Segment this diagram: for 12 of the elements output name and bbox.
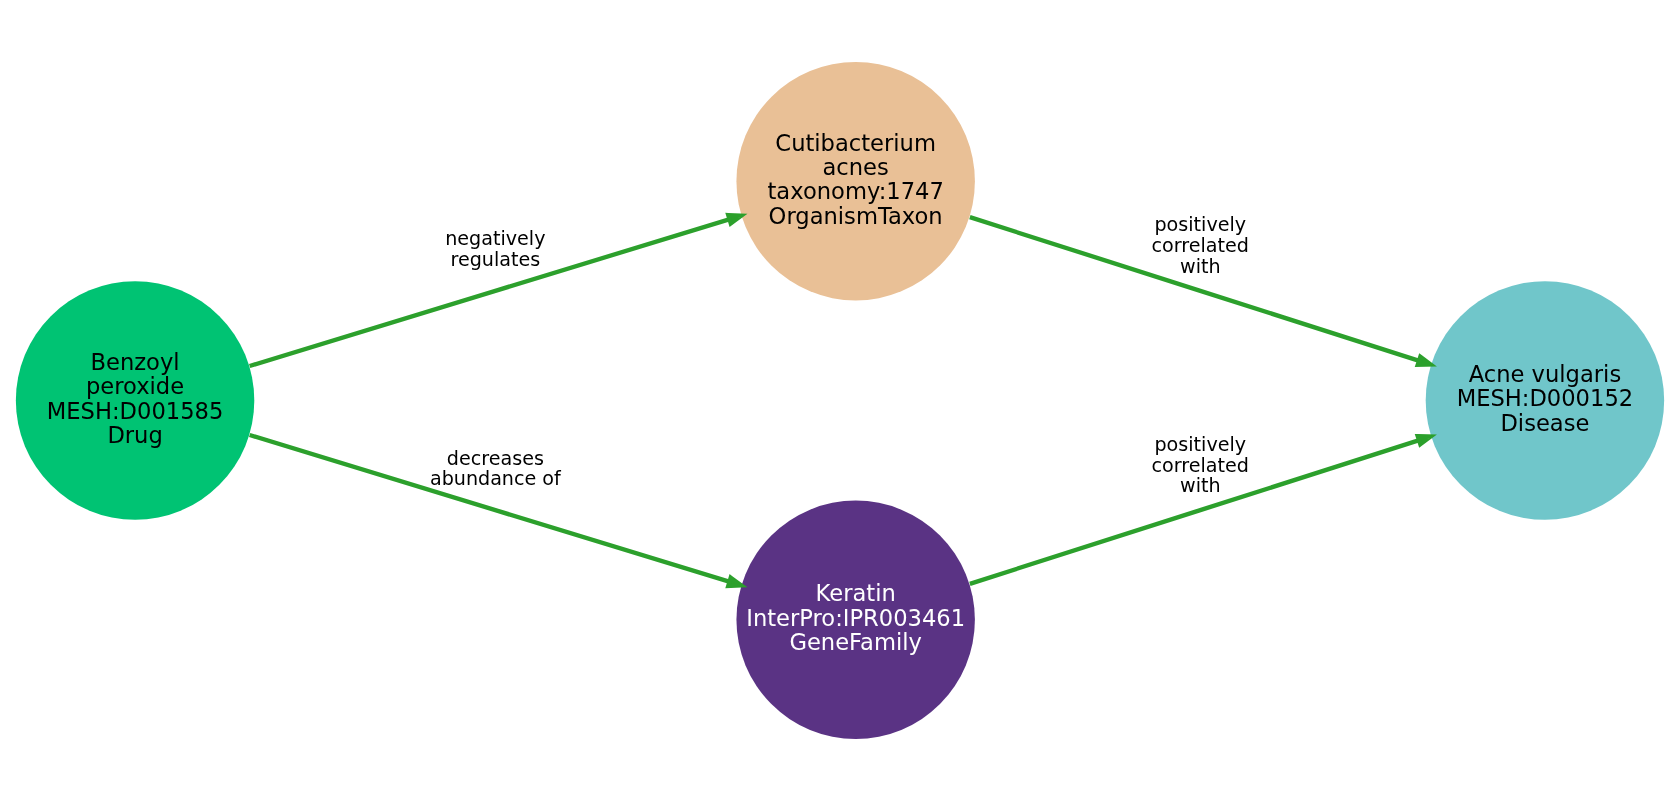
arrow [249,432,748,588]
edge-label: positively correlated with [1151,432,1249,497]
arrow [249,212,748,368]
node-circle: Keratin InterPro:IPR003461 GeneFamily [736,500,975,739]
edge-label: decreases abundance of [429,446,561,490]
arrow [969,214,1437,367]
arrow [969,433,1437,586]
edge-label: negatively regulates [445,226,546,271]
edge-label: positively correlated with [1151,212,1249,278]
node-circle: Cutibacterium acnes taxonomy:1747 OrganismTaxon [736,61,975,300]
node-circle: Acne vulgaris MESH:D000152 Disease [1425,280,1665,520]
node-circle: Benzoyl peroxide MESH:D001585 Drug [15,280,255,520]
